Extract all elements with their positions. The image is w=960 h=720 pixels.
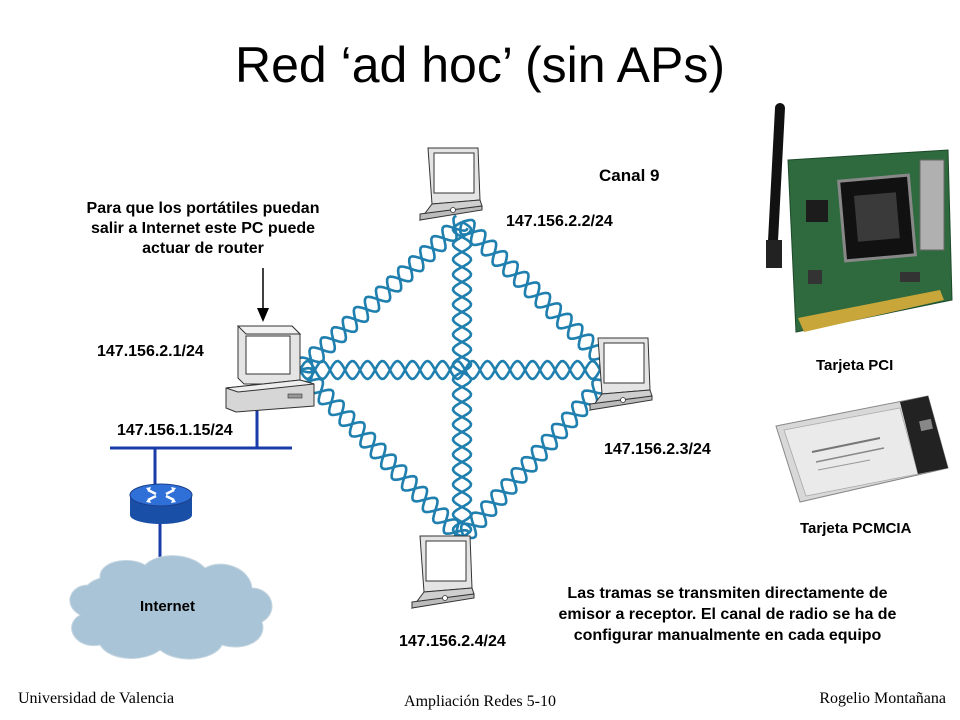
desktop-pc-icon[interactable] <box>225 325 315 413</box>
laptop-icon[interactable] <box>410 535 475 609</box>
wireless-link-pc-right <box>298 359 617 381</box>
ip-pc-label: 147.156.2.1/24 <box>97 343 204 360</box>
wireless-link-right-bottom <box>459 367 616 542</box>
wireless-link-top-bottom <box>451 220 473 540</box>
router-note: Para que los portátiles puedan salir a I… <box>86 200 320 257</box>
wireless-link-pc-bottom <box>296 369 470 536</box>
wireless-link-top-right <box>461 218 619 372</box>
ip-laptop-right-label: 147.156.2.3/24 <box>604 441 711 458</box>
footer-author: Rogelio Montañana <box>819 690 946 707</box>
pcmcia-card-icon <box>775 395 949 503</box>
wireless-link-pc-top <box>299 224 469 374</box>
pci-card-icon <box>766 103 953 333</box>
footer-course: Ampliación Redes 5-10 <box>404 693 556 710</box>
card-pcmcia-label: Tarjeta PCMCIA <box>800 520 912 537</box>
ip-laptop-top-label: 147.156.2.2/24 <box>506 213 613 230</box>
wireless-links <box>296 214 619 545</box>
cloud-icon <box>69 555 273 660</box>
ip-laptop-bottom-label: 147.156.2.4/24 <box>399 633 506 650</box>
frames-note: Las tramas se transmiten directamente de… <box>558 585 897 644</box>
router-icon[interactable] <box>129 483 193 524</box>
channel-label: Canal 9 <box>599 166 660 185</box>
arrow-icon <box>257 268 269 322</box>
laptop-icon[interactable] <box>588 337 653 411</box>
ip-pc-wired-label: 147.156.1.15/24 <box>117 422 233 439</box>
wireless-link-top-bottom <box>451 220 473 540</box>
wireless-link-pc-bottom <box>299 366 460 545</box>
card-pci-label: Tarjeta PCI <box>816 357 894 374</box>
page-title: Red ‘ad hoc’ (sin APs) <box>234 37 726 93</box>
wireless-link-pc-top <box>297 214 458 371</box>
footer-institution: Universidad de Valencia <box>18 690 175 707</box>
wireless-link-right-bottom <box>458 369 619 540</box>
laptop-icon[interactable] <box>418 147 483 221</box>
wireless-link-top-right <box>458 221 617 374</box>
internet-label: Internet <box>140 598 196 615</box>
